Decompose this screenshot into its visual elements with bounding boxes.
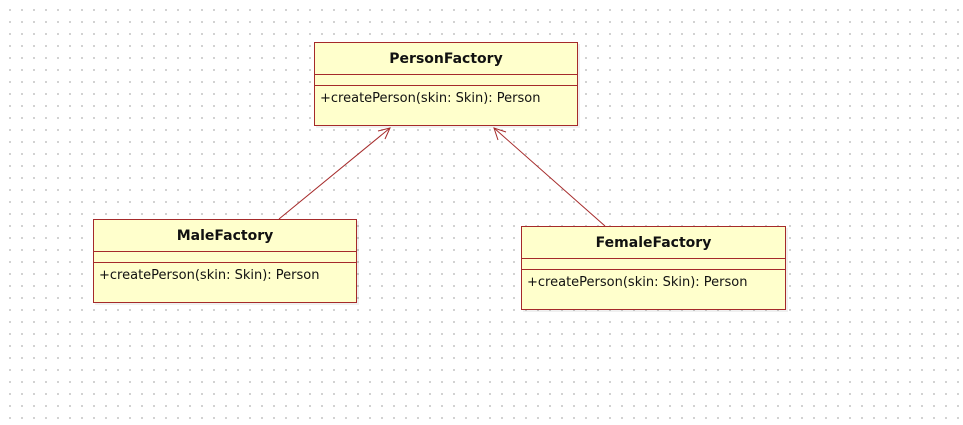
operations-compartment: +createPerson(skin: Skin): Person: [94, 263, 356, 285]
class-name: PersonFactory: [315, 43, 577, 75]
connector-line: [493, 127, 606, 227]
arrow-head-icon: [493, 127, 507, 141]
operations-compartment: +createPerson(skin: Skin): Person: [522, 270, 785, 292]
generalization-female-to-person[interactable]: [493, 127, 606, 227]
arrow-head-icon: [377, 127, 391, 140]
operations-compartment: +createPerson(skin: Skin): Person: [315, 86, 577, 108]
class-person-factory[interactable]: PersonFactory +createPerson(skin: Skin):…: [314, 42, 578, 126]
class-male-factory[interactable]: MaleFactory +createPerson(skin: Skin): P…: [93, 219, 357, 303]
operation-create-person[interactable]: +createPerson(skin: Skin): Person: [527, 275, 748, 290]
class-name: MaleFactory: [94, 220, 356, 252]
generalization-male-to-person[interactable]: [278, 127, 391, 220]
attributes-compartment: [94, 252, 356, 263]
operation-create-person[interactable]: +createPerson(skin: Skin): Person: [320, 91, 541, 106]
attributes-compartment: [315, 75, 577, 86]
operation-create-person[interactable]: +createPerson(skin: Skin): Person: [99, 268, 320, 283]
class-name: FemaleFactory: [522, 227, 785, 259]
attributes-compartment: [522, 259, 785, 270]
connector-line: [278, 127, 391, 220]
class-female-factory[interactable]: FemaleFactory +createPerson(skin: Skin):…: [521, 226, 786, 310]
